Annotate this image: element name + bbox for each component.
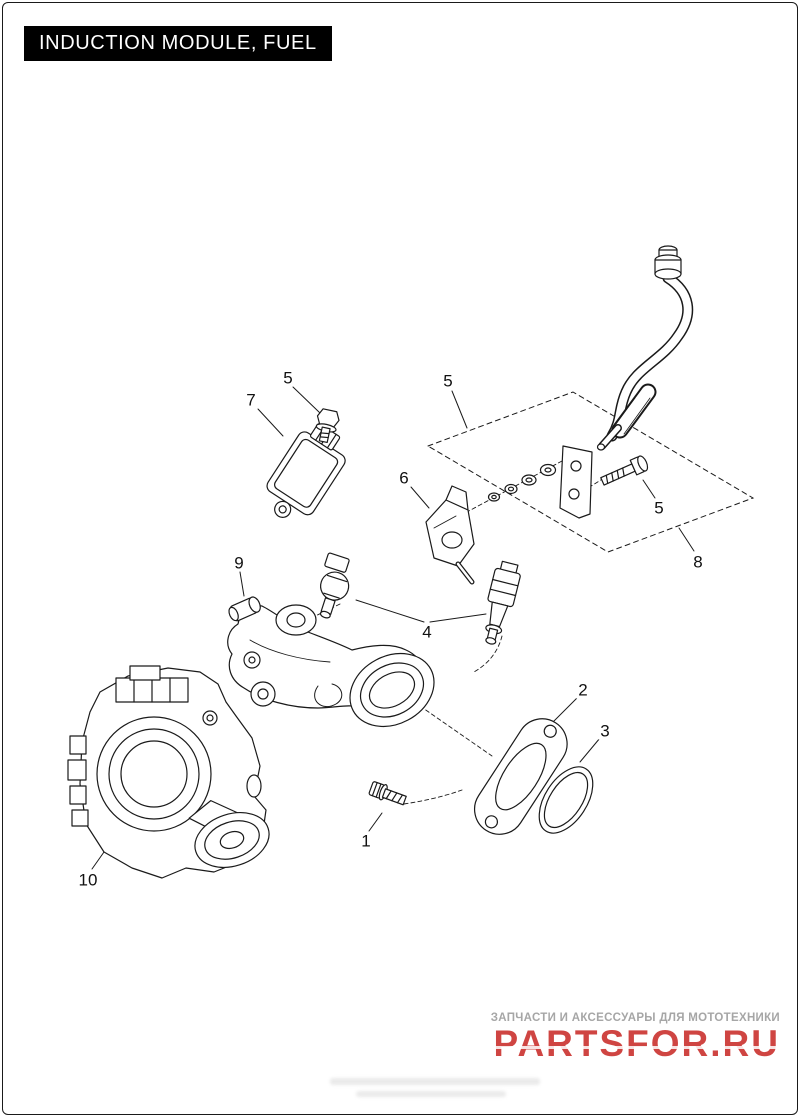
fuel-supply-tube bbox=[596, 245, 694, 451]
washer-set bbox=[487, 463, 557, 502]
manifold-flange bbox=[349, 652, 435, 728]
callout-2: 2 bbox=[576, 680, 590, 700]
watermark-logo: PARTSFOR.RU bbox=[491, 1024, 780, 1064]
callout-5-kit: 5 bbox=[441, 371, 455, 391]
seal-ring bbox=[538, 766, 594, 834]
flange-gasket bbox=[473, 718, 568, 835]
bracket-screw bbox=[600, 455, 649, 486]
callout-10: 10 bbox=[76, 870, 100, 890]
fuel-inlet-fitting bbox=[425, 485, 475, 585]
fuel-injector-left bbox=[319, 552, 350, 619]
callout-8: 8 bbox=[691, 552, 705, 572]
callout-5-right: 5 bbox=[652, 498, 666, 518]
kit-dashed-box bbox=[426, 391, 755, 553]
watermark: ЗАПЧАСТИ И АКСЕССУАРЫ ДЛЯ МОТОТЕХНИКИ PA… bbox=[491, 1012, 780, 1064]
faint-footer-text bbox=[356, 1091, 506, 1097]
callout-1: 1 bbox=[359, 831, 373, 851]
page-title: INDUCTION MODULE, FUEL bbox=[24, 26, 332, 61]
logo-stripe-decoration bbox=[492, 1046, 778, 1049]
callout-9: 9 bbox=[232, 553, 246, 573]
callout-4: 4 bbox=[420, 622, 434, 642]
sensor-bolt bbox=[315, 408, 340, 444]
intake-manifold bbox=[227, 604, 435, 728]
mounting-bracket bbox=[559, 445, 593, 519]
watermark-tagline: ЗАПЧАСТИ И АКСЕССУАРЫ ДЛЯ МОТОТЕХНИКИ bbox=[490, 1012, 780, 1024]
cap-plug bbox=[228, 596, 261, 622]
callout-5-top: 5 bbox=[281, 368, 295, 388]
faint-footer-text bbox=[330, 1078, 540, 1085]
callout-3: 3 bbox=[598, 721, 612, 741]
map-sensor bbox=[266, 423, 346, 518]
fuel-injector-right bbox=[485, 560, 521, 645]
throttle-body bbox=[67, 665, 270, 879]
callout-6: 6 bbox=[397, 468, 411, 488]
flange-screw bbox=[368, 781, 407, 806]
callout-7: 7 bbox=[244, 390, 258, 410]
watermark-logo-text: PARTSFOR.RU bbox=[493, 1023, 780, 1064]
